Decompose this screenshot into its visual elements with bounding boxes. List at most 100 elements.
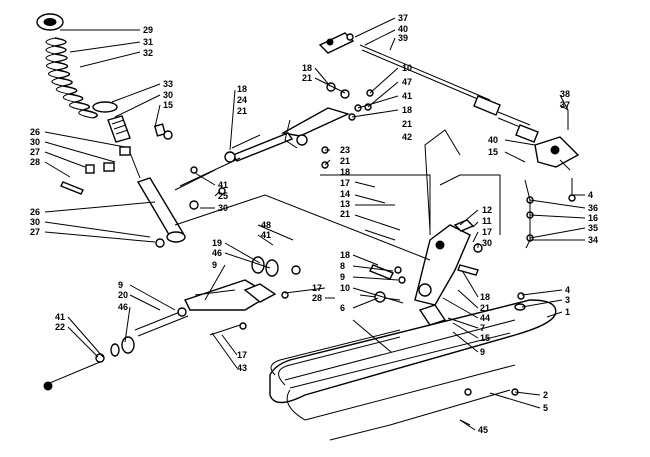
callout: 28 [312, 293, 322, 303]
ski-wear-bar [329, 389, 511, 441]
callout: 3 [565, 295, 570, 305]
callout: 21 [302, 73, 312, 83]
callout: 30 [218, 203, 228, 213]
callout: 28 [30, 157, 40, 167]
callout: 46 [212, 248, 222, 258]
upper-a-arm [179, 107, 350, 187]
callout: 11 [482, 216, 492, 226]
callout: 21 [237, 106, 247, 116]
shock-absorber [128, 149, 186, 243]
callout: 30 [163, 90, 173, 100]
callout: 20 [118, 290, 128, 300]
callout: 16 [588, 213, 598, 223]
lower-arm-hardware [209, 256, 301, 336]
callout: 23 [340, 145, 350, 155]
callout: 9 [340, 272, 345, 282]
callout: 15 [163, 100, 173, 110]
steering-arm [534, 110, 580, 202]
callout: 30 [30, 217, 40, 227]
lower-a-arm [184, 279, 277, 311]
callout: 42 [402, 132, 412, 142]
leader-lines [44, 17, 586, 431]
ski [269, 299, 557, 421]
callout: 17 [237, 350, 247, 360]
spindle [414, 224, 471, 326]
callout: 37 [560, 100, 570, 110]
callout: 46 [118, 302, 128, 312]
callout: 31 [143, 37, 153, 47]
coil-spring [45, 37, 98, 119]
ski-handle-loop [270, 329, 401, 386]
callout: 24 [237, 95, 247, 105]
assembly-boundary [174, 174, 501, 261]
callout: 7 [480, 323, 485, 333]
callout: 39 [398, 33, 408, 43]
tie-rod [359, 44, 539, 143]
callout: 30 [30, 137, 40, 147]
callout: 18 [402, 105, 412, 115]
callout: 25 [218, 191, 228, 201]
callout: 41 [218, 180, 228, 190]
callout: 27 [30, 227, 40, 237]
callout: 18 [340, 167, 350, 177]
callout: 13 [340, 199, 350, 209]
callout: 36 [588, 203, 598, 213]
callout: 2 [543, 390, 548, 400]
callout: 10 [340, 283, 350, 293]
callout: 21 [340, 209, 350, 219]
callout: 18 [302, 63, 312, 73]
callout: 33 [163, 79, 173, 89]
callout: 14 [340, 189, 350, 199]
callout: 4 [565, 285, 570, 295]
upper-spring-retainer [36, 13, 64, 31]
shock-upper-body [107, 115, 131, 143]
tie-rod-end-upper [318, 32, 355, 54]
callout: 4 [588, 190, 593, 200]
callout: 15 [488, 147, 498, 157]
callout: 17 [312, 283, 322, 293]
callout: 10 [402, 63, 412, 73]
callout: 27 [30, 147, 40, 157]
callout: 21 [340, 156, 350, 166]
callout: 22 [55, 322, 65, 332]
callout: 34 [588, 235, 598, 245]
callout: 17 [482, 227, 492, 237]
callout: 12 [482, 205, 492, 215]
lower-arm-shaft [43, 307, 189, 391]
callout: 40 [398, 24, 408, 34]
callout: 21 [480, 303, 490, 313]
callout: 1 [565, 307, 570, 317]
callout-labels: 29 31 32 33 30 15 26 30 27 28 18 24 21 4… [30, 13, 598, 435]
callout: 9 [480, 347, 485, 357]
callout: 21 [402, 119, 412, 129]
steering-linkage [424, 129, 534, 249]
callout: 43 [237, 363, 247, 373]
callout: 17 [340, 178, 350, 188]
callout: 18 [340, 250, 350, 260]
callout: 15 [480, 333, 490, 343]
callout: 8 [340, 261, 345, 271]
callout: 18 [237, 84, 247, 94]
upper-arm-bolt [174, 166, 226, 195]
callout: 6 [340, 303, 345, 313]
callout: 5 [543, 403, 548, 413]
callout: 45 [478, 425, 488, 435]
callout: 40 [488, 135, 498, 145]
callout: 32 [143, 48, 153, 58]
callout: 35 [588, 223, 598, 233]
callout: 26 [30, 127, 40, 137]
callout: 9 [212, 260, 217, 270]
callout: 38 [560, 89, 570, 99]
callout: 48 [261, 220, 271, 230]
callout: 26 [30, 207, 40, 217]
callout: 41 [261, 230, 271, 240]
callout: 37 [398, 13, 408, 23]
ski-hardware [459, 292, 526, 426]
callout: 18 [480, 292, 490, 302]
callout: 29 [143, 25, 153, 35]
callout: 44 [480, 313, 490, 323]
callout: 9 [118, 280, 123, 290]
callout: 41 [55, 312, 65, 322]
